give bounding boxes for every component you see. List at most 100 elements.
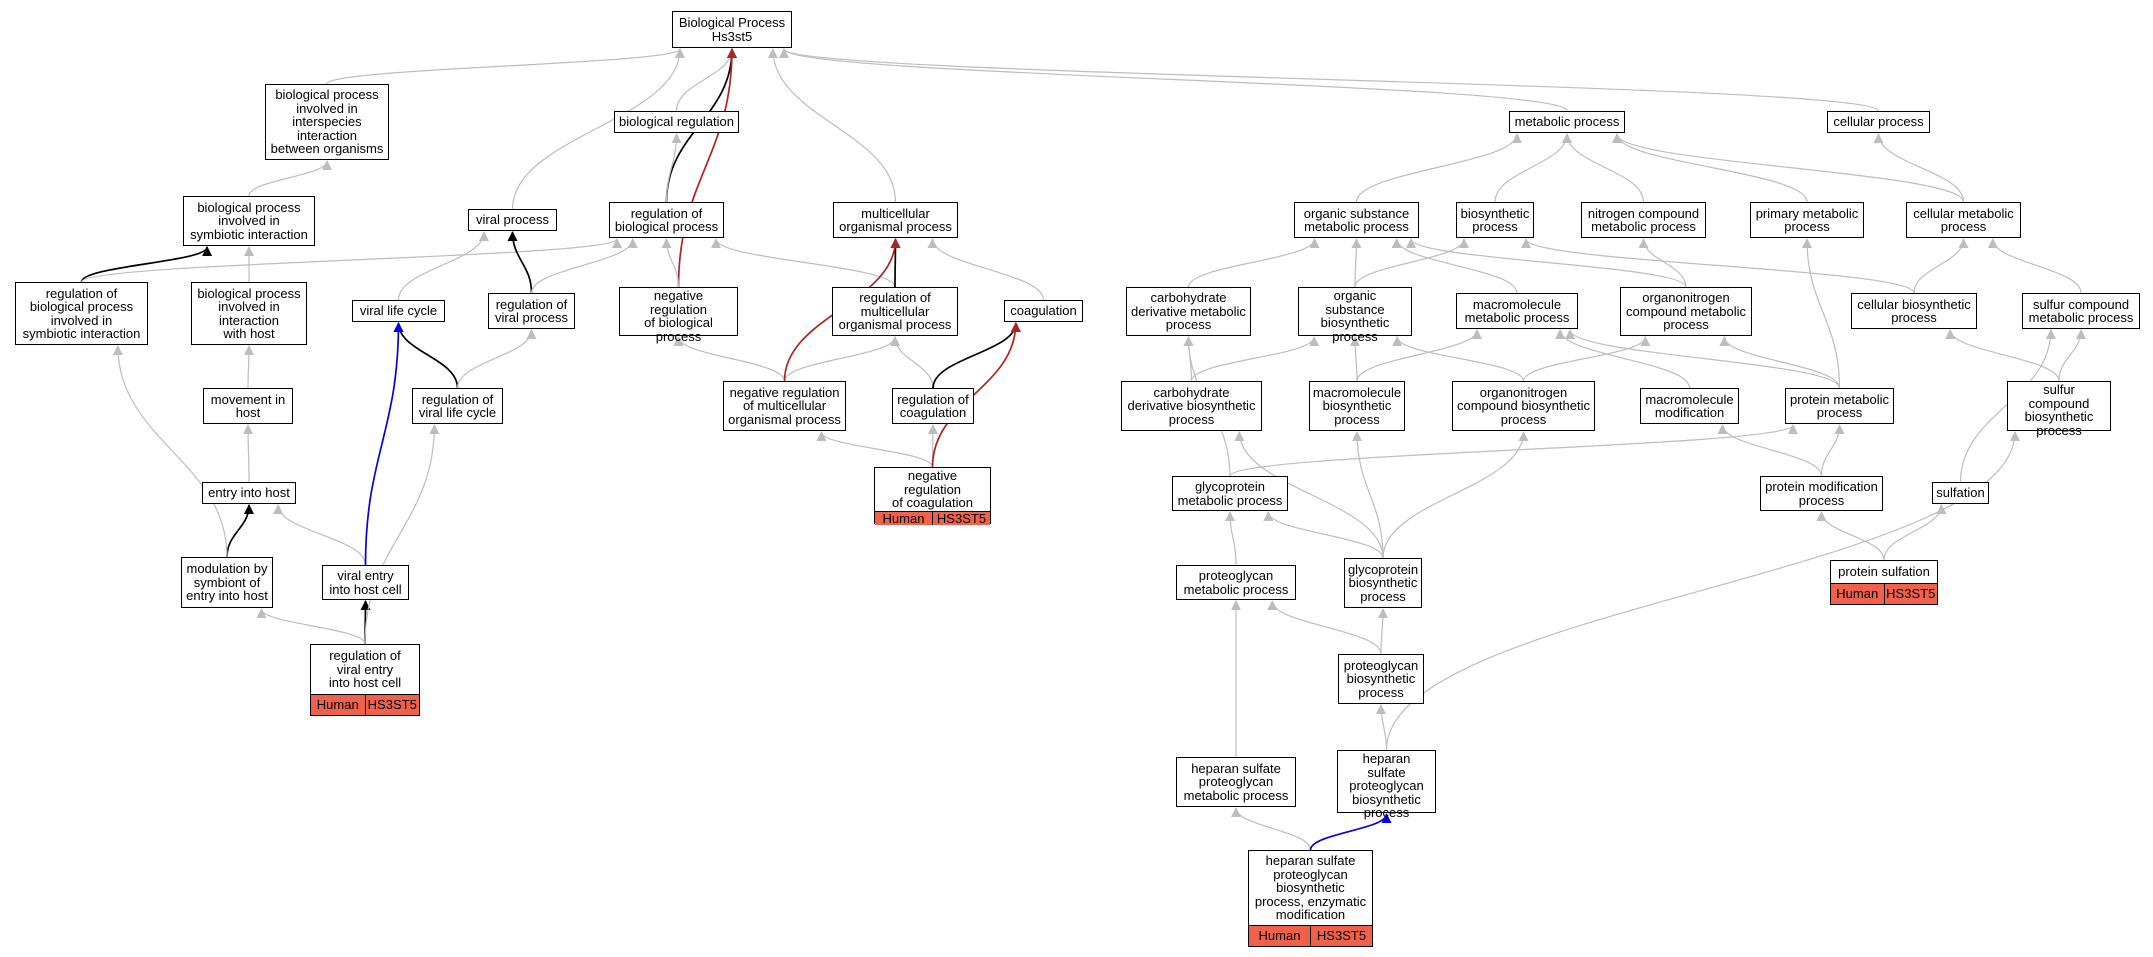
node-label: viral entry into host cell — [329, 568, 402, 597]
node-label: macromolecule metabolic process — [1464, 296, 1570, 325]
node-bp-host[interactable]: biological process involved in interacti… — [191, 282, 307, 345]
edge-protein_met-to-primary_met — [1802, 238, 1841, 389]
node-org-sub-met[interactable]: organic substance metabolic process — [1294, 202, 1419, 238]
node-reg-viral-life[interactable]: regulation of viral life cycle — [412, 388, 503, 424]
node-protein-met[interactable]: protein metabolic process — [1785, 388, 1894, 424]
node-multicellular[interactable]: multicellular organismal process — [833, 202, 958, 238]
node-bp-symbiotic[interactable]: biological process involved in symbiotic… — [183, 196, 315, 246]
node-reg-viral-process[interactable]: regulation of viral process — [488, 293, 575, 329]
node-hs-pg-met[interactable]: heparan sulfate proteoglycan metabolic p… — [1176, 757, 1296, 807]
node-label: macromolecule biosynthetic process — [1312, 384, 1402, 427]
node-label: regulation of coagulation — [897, 391, 969, 420]
node-proteoglycan-bios[interactable]: proteoglycan biosynthetic process — [1338, 654, 1424, 704]
edge-reg_bp-to-bio_reg — [665, 133, 682, 203]
edge-organonitrogen_met-to-nitrogen_met — [1638, 238, 1687, 288]
edge-proteoglycan_met-to-glycoprotein_met — [1225, 511, 1237, 566]
node-label: sulfation — [1936, 485, 1985, 501]
node-label: regulation of viral life cycle — [418, 391, 497, 420]
edge-org_sub_met-to-metabolic — [1355, 133, 1522, 203]
node-label: entry into host — [208, 485, 290, 501]
node-label: biological process involved in interspec… — [270, 87, 384, 157]
edge-reg_viral_life-to-reg_viral_process — [456, 329, 537, 389]
node-macro-met[interactable]: macromolecule metabolic process — [1456, 293, 1578, 329]
node-hs-pg-enzymatic[interactable]: heparan sulfate proteoglycan biosyntheti… — [1248, 850, 1373, 947]
edge-reg_viral_life-to-viral_life — [393, 322, 459, 389]
node-macro-bios[interactable]: macromolecule biosynthetic process — [1309, 381, 1405, 431]
node-neg-reg-bp[interactable]: negative regulation of biological proces… — [619, 287, 738, 343]
node-bp-interspecies[interactable]: biological process involved in interspec… — [265, 84, 389, 160]
node-primary-met[interactable]: primary metabolic process — [1750, 202, 1864, 238]
node-bio-reg[interactable]: biological regulation — [614, 111, 739, 133]
node-reg-coag[interactable]: regulation of coagulation — [892, 388, 974, 424]
edge-primary_met-to-metabolic — [1612, 133, 1808, 203]
node-label: viral life cycle — [359, 303, 438, 319]
node-carb-deriv-met[interactable]: carbohydrate derivative metabolic proces… — [1126, 287, 1251, 336]
node-reg-symbiotic[interactable]: regulation of biological process involve… — [15, 282, 148, 345]
edge-organonitrogen_bios-to-organonitrogen_met — [1522, 336, 1651, 382]
node-cell-bios[interactable]: cellular biosynthetic process — [1851, 293, 1977, 329]
node-label: biological regulation — [619, 114, 734, 130]
edge-neg_reg_coag-to-coagulation — [931, 322, 1021, 468]
edge-reg_viral_entry-to-reg_viral_life — [364, 424, 440, 645]
node-sulfur-met[interactable]: sulfur compound metabolic process — [2022, 293, 2140, 329]
node-glycoprotein-met[interactable]: glycoprotein metabolic process — [1172, 476, 1288, 511]
edge-sulfur_bios-to-sulfur_met — [2058, 329, 2086, 382]
node-sulfur-bios[interactable]: sulfur compound biosynthetic process — [2007, 381, 2111, 437]
edge-macro_met-to-org_sub_met — [1391, 238, 1518, 294]
edge-neg_reg_bp-to-bp — [677, 48, 737, 288]
node-proteoglycan-met[interactable]: proteoglycan metabolic process — [1176, 565, 1296, 600]
edge-movement_host-to-bp_host — [243, 345, 254, 389]
edge-organonitrogen_met-to-org_sub_met — [1406, 238, 1687, 288]
node-org-sub-bios[interactable]: organic substance biosynthetic process — [1298, 287, 1412, 343]
node-label: organic substance biosynthetic process — [1320, 288, 1390, 344]
node-reg-multicellular[interactable]: regulation of multicellular organismal p… — [832, 287, 958, 336]
node-entry-host[interactable]: entry into host — [202, 482, 296, 504]
node-bp[interactable]: Biological Process Hs3st5 — [672, 11, 792, 48]
node-reg-viral-entry[interactable]: regulation of viral entry into host cell… — [310, 644, 420, 716]
edge-bio_reg-to-bp — [675, 48, 737, 112]
node-cellular-met[interactable]: cellular metabolic process — [1906, 202, 2021, 238]
edge-reg_symbiotic-to-reg_bp — [80, 238, 622, 283]
node-coagulation[interactable]: coagulation — [1004, 300, 1083, 322]
node-biosynthetic[interactable]: biosynthetic process — [1456, 202, 1534, 238]
node-glycoprotein-bios[interactable]: glycoprotein biosynthetic process — [1344, 558, 1422, 608]
node-hs-pg-bios[interactable]: heparan sulfate proteoglycan biosyntheti… — [1337, 750, 1436, 819]
edge-hs_pg_bios-to-proteoglycan_bios — [1376, 704, 1388, 751]
node-viral-life[interactable]: viral life cycle — [352, 300, 445, 322]
edge-viral_entry-to-viral_life — [364, 322, 404, 566]
node-label: primary metabolic process — [1755, 205, 1859, 234]
node-reg-bp[interactable]: regulation of biological process — [609, 202, 724, 238]
node-cellular[interactable]: cellular process — [1827, 111, 1930, 133]
edge-cellular-to-bp — [779, 48, 1880, 112]
node-movement-host[interactable]: movement in host — [203, 388, 293, 424]
edge-glycoprotein_bios-to-carb_deriv_bios — [1234, 431, 1384, 559]
node-label: heparan sulfate proteoglycan metabolic p… — [1183, 760, 1289, 803]
node-label: regulation of viral process — [495, 296, 568, 325]
node-carb-deriv-bios[interactable]: carbohydrate derivative biosynthetic pro… — [1121, 381, 1262, 431]
node-label: regulation of biological process — [614, 205, 719, 234]
node-organonitrogen-met[interactable]: organonitrogen compound metabolic proces… — [1620, 287, 1752, 336]
node-label: regulation of viral entry into host cell — [328, 648, 402, 691]
edge-glycoprotein_met-to-protein_met — [1229, 424, 1798, 477]
edge-macro_mod-to-macro_met — [1555, 329, 1691, 389]
node-modulation-symbiont[interactable]: modulation by symbiont of entry into hos… — [181, 557, 273, 608]
node-label: negative regulation of multicellular org… — [728, 384, 841, 427]
node-sulfation[interactable]: sulfation — [1932, 482, 1989, 504]
node-organonitrogen-bios[interactable]: organonitrogen compound biosynthetic pro… — [1452, 381, 1595, 431]
edge-organonitrogen_bios-to-org_sub_bios — [1392, 336, 1525, 382]
node-label: organonitrogen compound metabolic proces… — [1626, 290, 1746, 333]
edge-reg_multicellular-to-reg_bp — [711, 238, 896, 288]
node-macro-mod[interactable]: macromolecule modification — [1640, 388, 1739, 424]
edge-nitrogen_met-to-metabolic — [1562, 133, 1645, 203]
node-metabolic[interactable]: metabolic process — [1509, 111, 1625, 133]
node-nitrogen-met[interactable]: nitrogen compound metabolic process — [1581, 202, 1706, 238]
annotation-species: Human — [875, 511, 932, 525]
node-viral-entry[interactable]: viral entry into host cell — [322, 565, 409, 600]
annotation-species: Human — [1831, 584, 1884, 604]
node-protein-mod[interactable]: protein modification process — [1760, 476, 1883, 511]
node-viral-process[interactable]: viral process — [468, 209, 557, 231]
node-neg-reg-multicellular[interactable]: negative regulation of multicellular org… — [723, 381, 846, 431]
